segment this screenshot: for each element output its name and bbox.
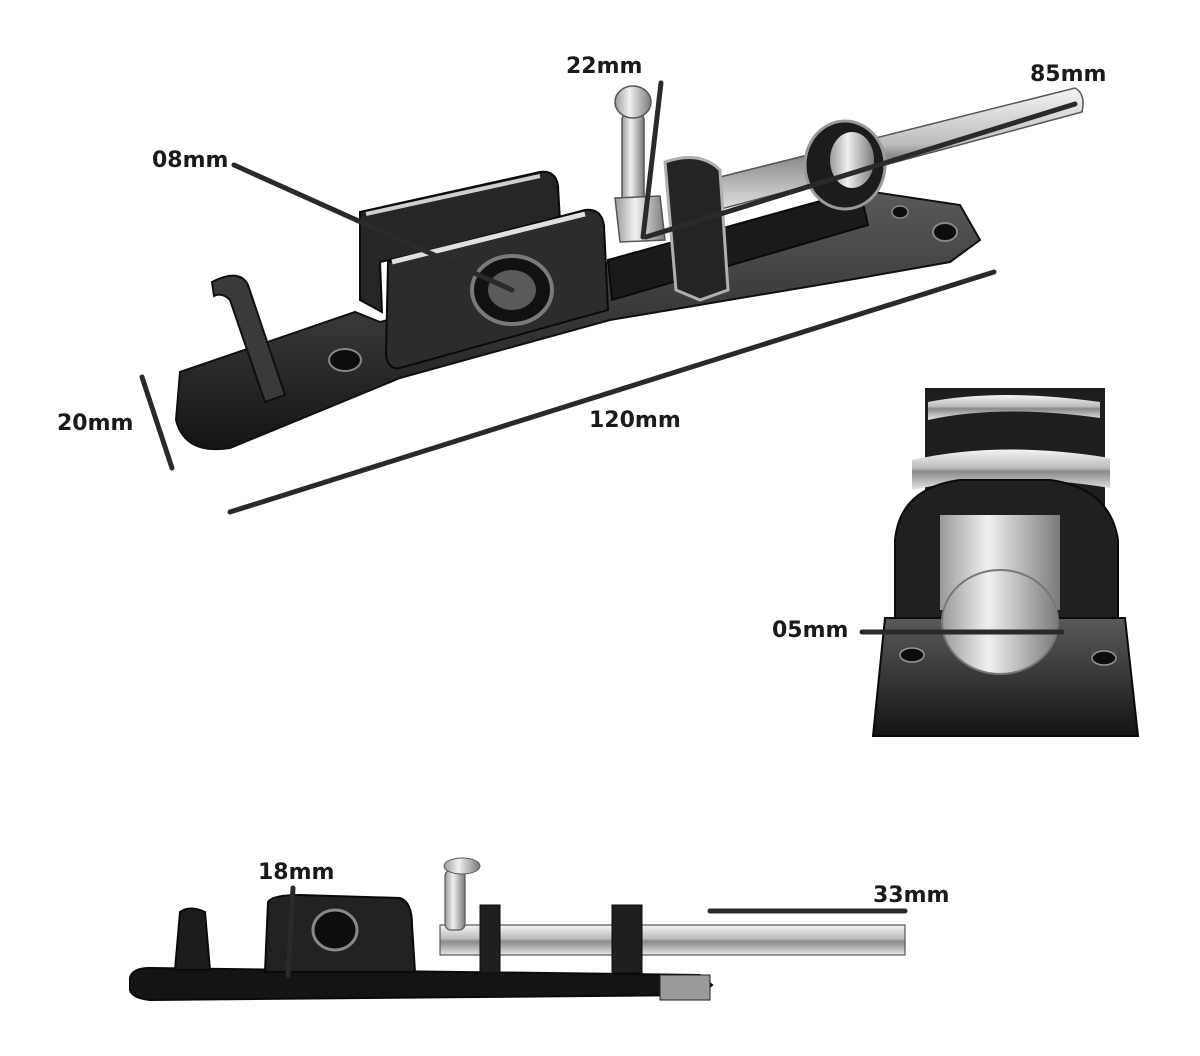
end-view-bolt-face bbox=[941, 569, 1059, 675]
screw-hole bbox=[899, 647, 925, 663]
dimension-label-85mm: 85mm bbox=[1030, 62, 1107, 87]
dim-line-18mm bbox=[285, 885, 296, 978]
latch-end-view bbox=[871, 388, 1140, 737]
dimension-label-20mm: 20mm bbox=[57, 411, 134, 436]
latch-knob-stem bbox=[621, 111, 645, 205]
dimension-label-08mm: 08mm bbox=[152, 148, 229, 173]
latch-keeper bbox=[663, 156, 730, 302]
dimension-label-18mm: 18mm bbox=[258, 860, 335, 885]
latch-bolt-rod bbox=[699, 87, 1084, 213]
latch-main-view bbox=[174, 85, 1084, 451]
latch-curved-tab bbox=[210, 274, 287, 404]
latch-side-view bbox=[129, 857, 906, 1002]
screw-hole bbox=[932, 222, 958, 242]
dimension-lines bbox=[139, 80, 1078, 978]
screw-hole bbox=[328, 348, 362, 372]
latch-guide-bracket bbox=[359, 170, 562, 314]
screw-hole bbox=[891, 205, 909, 219]
latch-knob-head bbox=[614, 85, 652, 119]
dim-line-85mm bbox=[643, 101, 1078, 240]
dimension-label-120mm: 120mm bbox=[589, 408, 681, 433]
dim-line-22mm bbox=[640, 80, 664, 240]
dim-line-120mm bbox=[227, 269, 997, 515]
side-view-rod bbox=[439, 924, 906, 956]
dimension-label-05mm: 05mm bbox=[772, 618, 849, 643]
screw-hole bbox=[1091, 650, 1117, 666]
dim-line-08mm bbox=[231, 162, 515, 293]
dimension-label-33mm: 33mm bbox=[873, 883, 950, 908]
dim-line-20mm bbox=[139, 374, 175, 471]
dimension-label-22mm: 22mm bbox=[566, 54, 643, 79]
